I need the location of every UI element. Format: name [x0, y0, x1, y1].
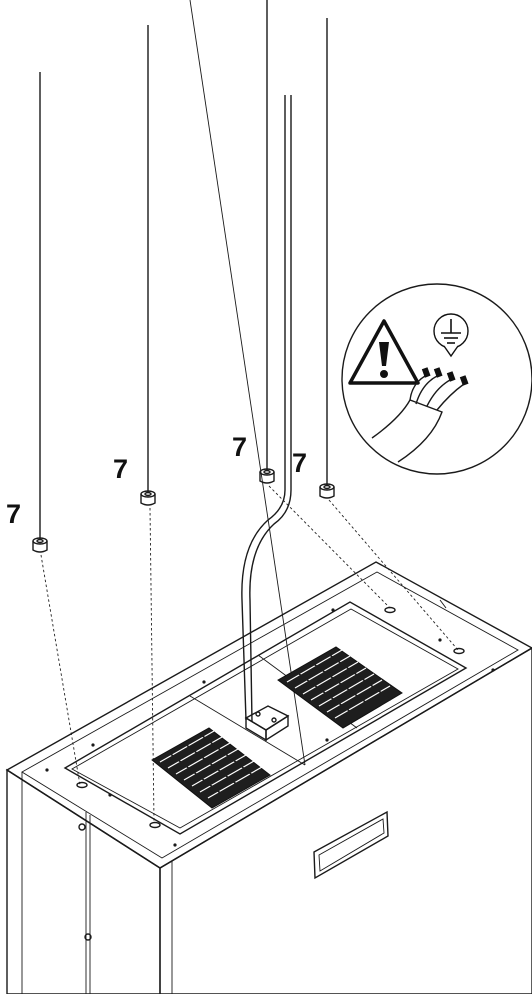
callout-label-rod-1: 7 [6, 499, 21, 529]
alignment-lines [40, 485, 459, 823]
alignment-line-2 [149, 507, 155, 823]
nut-3 [259, 468, 275, 484]
rod-nuts [32, 468, 335, 553]
mount-hole-1 [76, 781, 88, 789]
mount-hole-2 [149, 821, 161, 829]
mount-hole-3 [384, 606, 396, 614]
power-cable-wires-icon [371, 367, 469, 463]
callout-label-rod-2: 7 [113, 454, 128, 484]
alignment-line-3 [268, 485, 391, 609]
nut-2 [140, 490, 156, 506]
suspension-rods [39, 0, 328, 540]
grease-filter-right [277, 646, 403, 729]
alignment-line-1 [40, 554, 81, 786]
grease-filter-left [151, 727, 271, 809]
hood-right-face [159, 647, 532, 994]
mount-hole-4 [453, 647, 465, 655]
hood-front-face [6, 768, 161, 994]
callout-label-rod-4: 7 [292, 448, 307, 478]
nut-4 [319, 483, 335, 499]
callout-label-rod-3: 7 [232, 432, 247, 462]
front-handle[interactable] [313, 810, 389, 880]
junction-box [244, 705, 290, 742]
filter-panel-frame [63, 601, 468, 835]
electrical-detail-callout [341, 283, 532, 475]
nut-1 [32, 537, 48, 553]
hood-body [5, 0, 532, 994]
callout-labels: 7 7 7 7 [6, 432, 307, 529]
warning-triangle-icon [348, 319, 420, 385]
ground-symbol-icon [433, 313, 469, 358]
